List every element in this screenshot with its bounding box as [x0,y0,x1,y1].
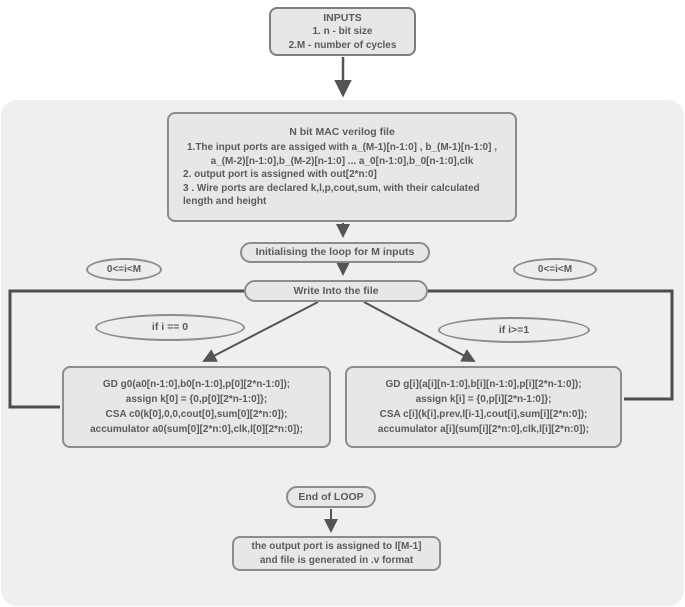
case-zero-line-assign: assign k[0] = {0,p[0][2*n-1:0]}; [125,394,268,405]
output-node: the output port is assigned to l[M-1] an… [232,536,441,571]
loop-condition-left: 0<=i<M [86,258,162,281]
init-loop-node: Initialising the loop for M inputs [240,242,430,263]
case-general-node: GD g[i](a[i][n-1:0],b[i][n-1:0],p[i][2*n… [345,366,622,448]
write-file-node: Write Into the file [244,280,428,302]
loop-condition-left-label: 0<=i<M [106,263,142,275]
end-of-loop-node: End of LOOP [286,486,376,508]
output-line-generated: and file is generated in .v format [259,554,414,566]
inputs-line-bit-size: 1. n - bit size [312,26,373,38]
write-file-label: Write Into the file [293,284,379,297]
verilog-item-input-ports: 1.The input ports are assiged with a_(M-… [186,142,498,167]
verilog-file-node: N bit MAC verilog file 1.The input ports… [167,112,517,222]
end-of-loop-label: End of LOOP [298,490,364,503]
case-zero-line-csa: CSA c0(k[0],0,0,cout[0],sum[0][2*n:0]); [105,409,288,420]
inputs-line-cycles: 2.M - number of cycles [288,39,397,51]
output-line-assigned: the output port is assigned to l[M-1] [251,541,422,552]
case-general-line-csa: CSA c[i](k[i],prev,l[i-1],cout[i],sum[i]… [379,409,588,420]
branch-if-zero-label: if i == 0 [151,321,189,334]
branch-if-ge-one: if i>=1 [438,317,590,343]
case-zero-line-gd: GD g0(a0[n-1:0],b0[n-1:0],p[0][2*n-1:0])… [102,379,291,390]
case-general-line-gd: GD g[i](a[i][n-1:0],b[i][n-1:0],p[i][2*n… [385,379,582,390]
loop-condition-right: 0<=i<M [513,258,597,281]
case-general-line-accumulator: accumulator a[i](sum[i][2*n:0],clk,l[i][… [377,424,590,435]
verilog-title: N bit MAC verilog file [289,126,395,139]
loop-condition-right-label: 0<=i<M [537,263,573,275]
verilog-item-output-port: 2. output port is assigned with out[2*n:… [183,169,377,181]
branch-if-zero: if i == 0 [95,314,245,341]
inputs-node: INPUTS 1. n - bit size 2.M - number of c… [269,7,416,56]
inputs-title: INPUTS [323,11,362,24]
case-zero-line-accumulator: accumulator a0(sum[0][2*n:0],clk,l[0][2*… [90,424,303,435]
init-loop-label: Initialising the loop for M inputs [255,246,415,259]
case-general-line-assign: assign k[i] = {0,p[i][2*n-1:0]}; [415,394,552,405]
case-zero-node: GD g0(a0[n-1:0],b0[n-1:0],p[0][2*n-1:0])… [62,366,331,448]
verilog-item-wire-ports: 3 . Wire ports are declared k,l,p,cout,s… [183,182,480,208]
branch-if-ge-one-label: if i>=1 [498,323,530,336]
